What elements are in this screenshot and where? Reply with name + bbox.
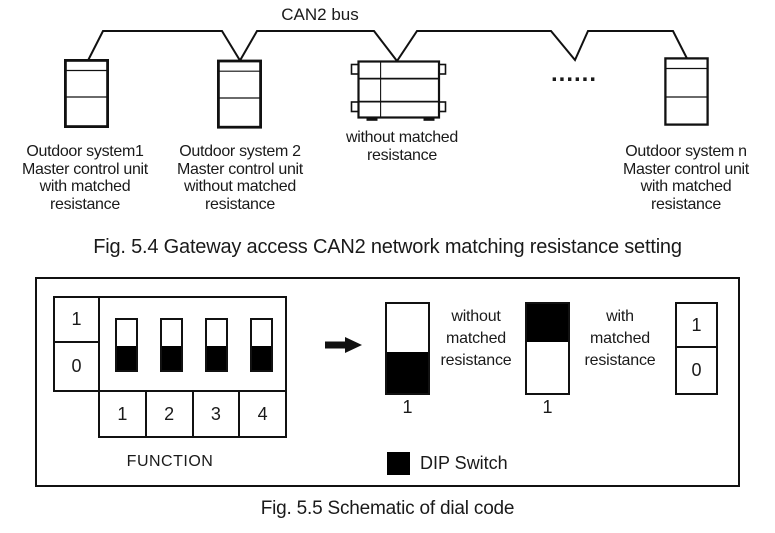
scale-value-0: 0 — [71, 356, 82, 376]
without-matched-resistance-label: without matched resistance — [440, 308, 512, 369]
can2-bus-label: CAN2 bus — [281, 5, 359, 24]
switch-state-with — [525, 302, 570, 395]
position-4: 4 — [238, 392, 285, 436]
position-1: 1 — [117, 403, 128, 424]
can2-bus-diagram — [64, 30, 709, 129]
switch-position-row: 1 2 3 4 — [98, 390, 287, 438]
scale-column: 1 0 — [53, 296, 100, 392]
dip-switch-2 — [160, 318, 183, 372]
outdoor-system-n-label: Outdoor system n Master control unit wit… — [623, 143, 749, 213]
outdoor-system-n-box — [664, 57, 709, 126]
outdoor-system-2-label: Outdoor system 2 Master control unit wit… — [177, 143, 303, 213]
dip-switch-3 — [205, 318, 228, 372]
outdoor-system-1-box — [64, 59, 110, 128]
dip-switch-legend-label: DIP Switch — [420, 453, 508, 473]
switch-without-position: 1 — [402, 397, 413, 417]
arrow-right-icon — [325, 337, 362, 353]
switch-state-without — [385, 302, 430, 395]
position-3: 3 — [191, 392, 239, 436]
scale-value-1: 1 — [55, 298, 98, 343]
figure-5-5-caption: Fig. 5.5 Schematic of dial code — [260, 498, 515, 519]
function-label: FUNCTION — [126, 453, 214, 470]
gateway-label: without matched resistance — [345, 129, 458, 164]
position-2: 2 — [144, 392, 192, 436]
can2-bus-wire — [87, 30, 688, 63]
outdoor-system-1-label: Outdoor system1 Master control unit with… — [22, 143, 148, 213]
with-matched-resistance-label: with matched resistance — [584, 308, 656, 369]
figure-5-4-caption: Fig. 5.4 Gateway access CAN2 network mat… — [93, 236, 682, 258]
indicator-value-1: 1 — [677, 304, 716, 348]
dip-switch-4 — [250, 318, 273, 372]
ellipsis: ...... — [550, 60, 597, 87]
dial-code-panel: 1 0 1 2 3 4 FUNCTION — [35, 277, 740, 487]
dip-switch-1 — [115, 318, 138, 372]
indicator-value-0: 0 — [691, 359, 702, 380]
outdoor-system-2-box — [216, 59, 262, 129]
switch-with-position: 1 — [542, 397, 553, 417]
indicator-box: 1 0 — [675, 302, 718, 395]
gateway-box — [350, 60, 447, 121]
dip-switch-box — [98, 296, 287, 392]
dip-switch-legend-swatch — [387, 452, 410, 475]
